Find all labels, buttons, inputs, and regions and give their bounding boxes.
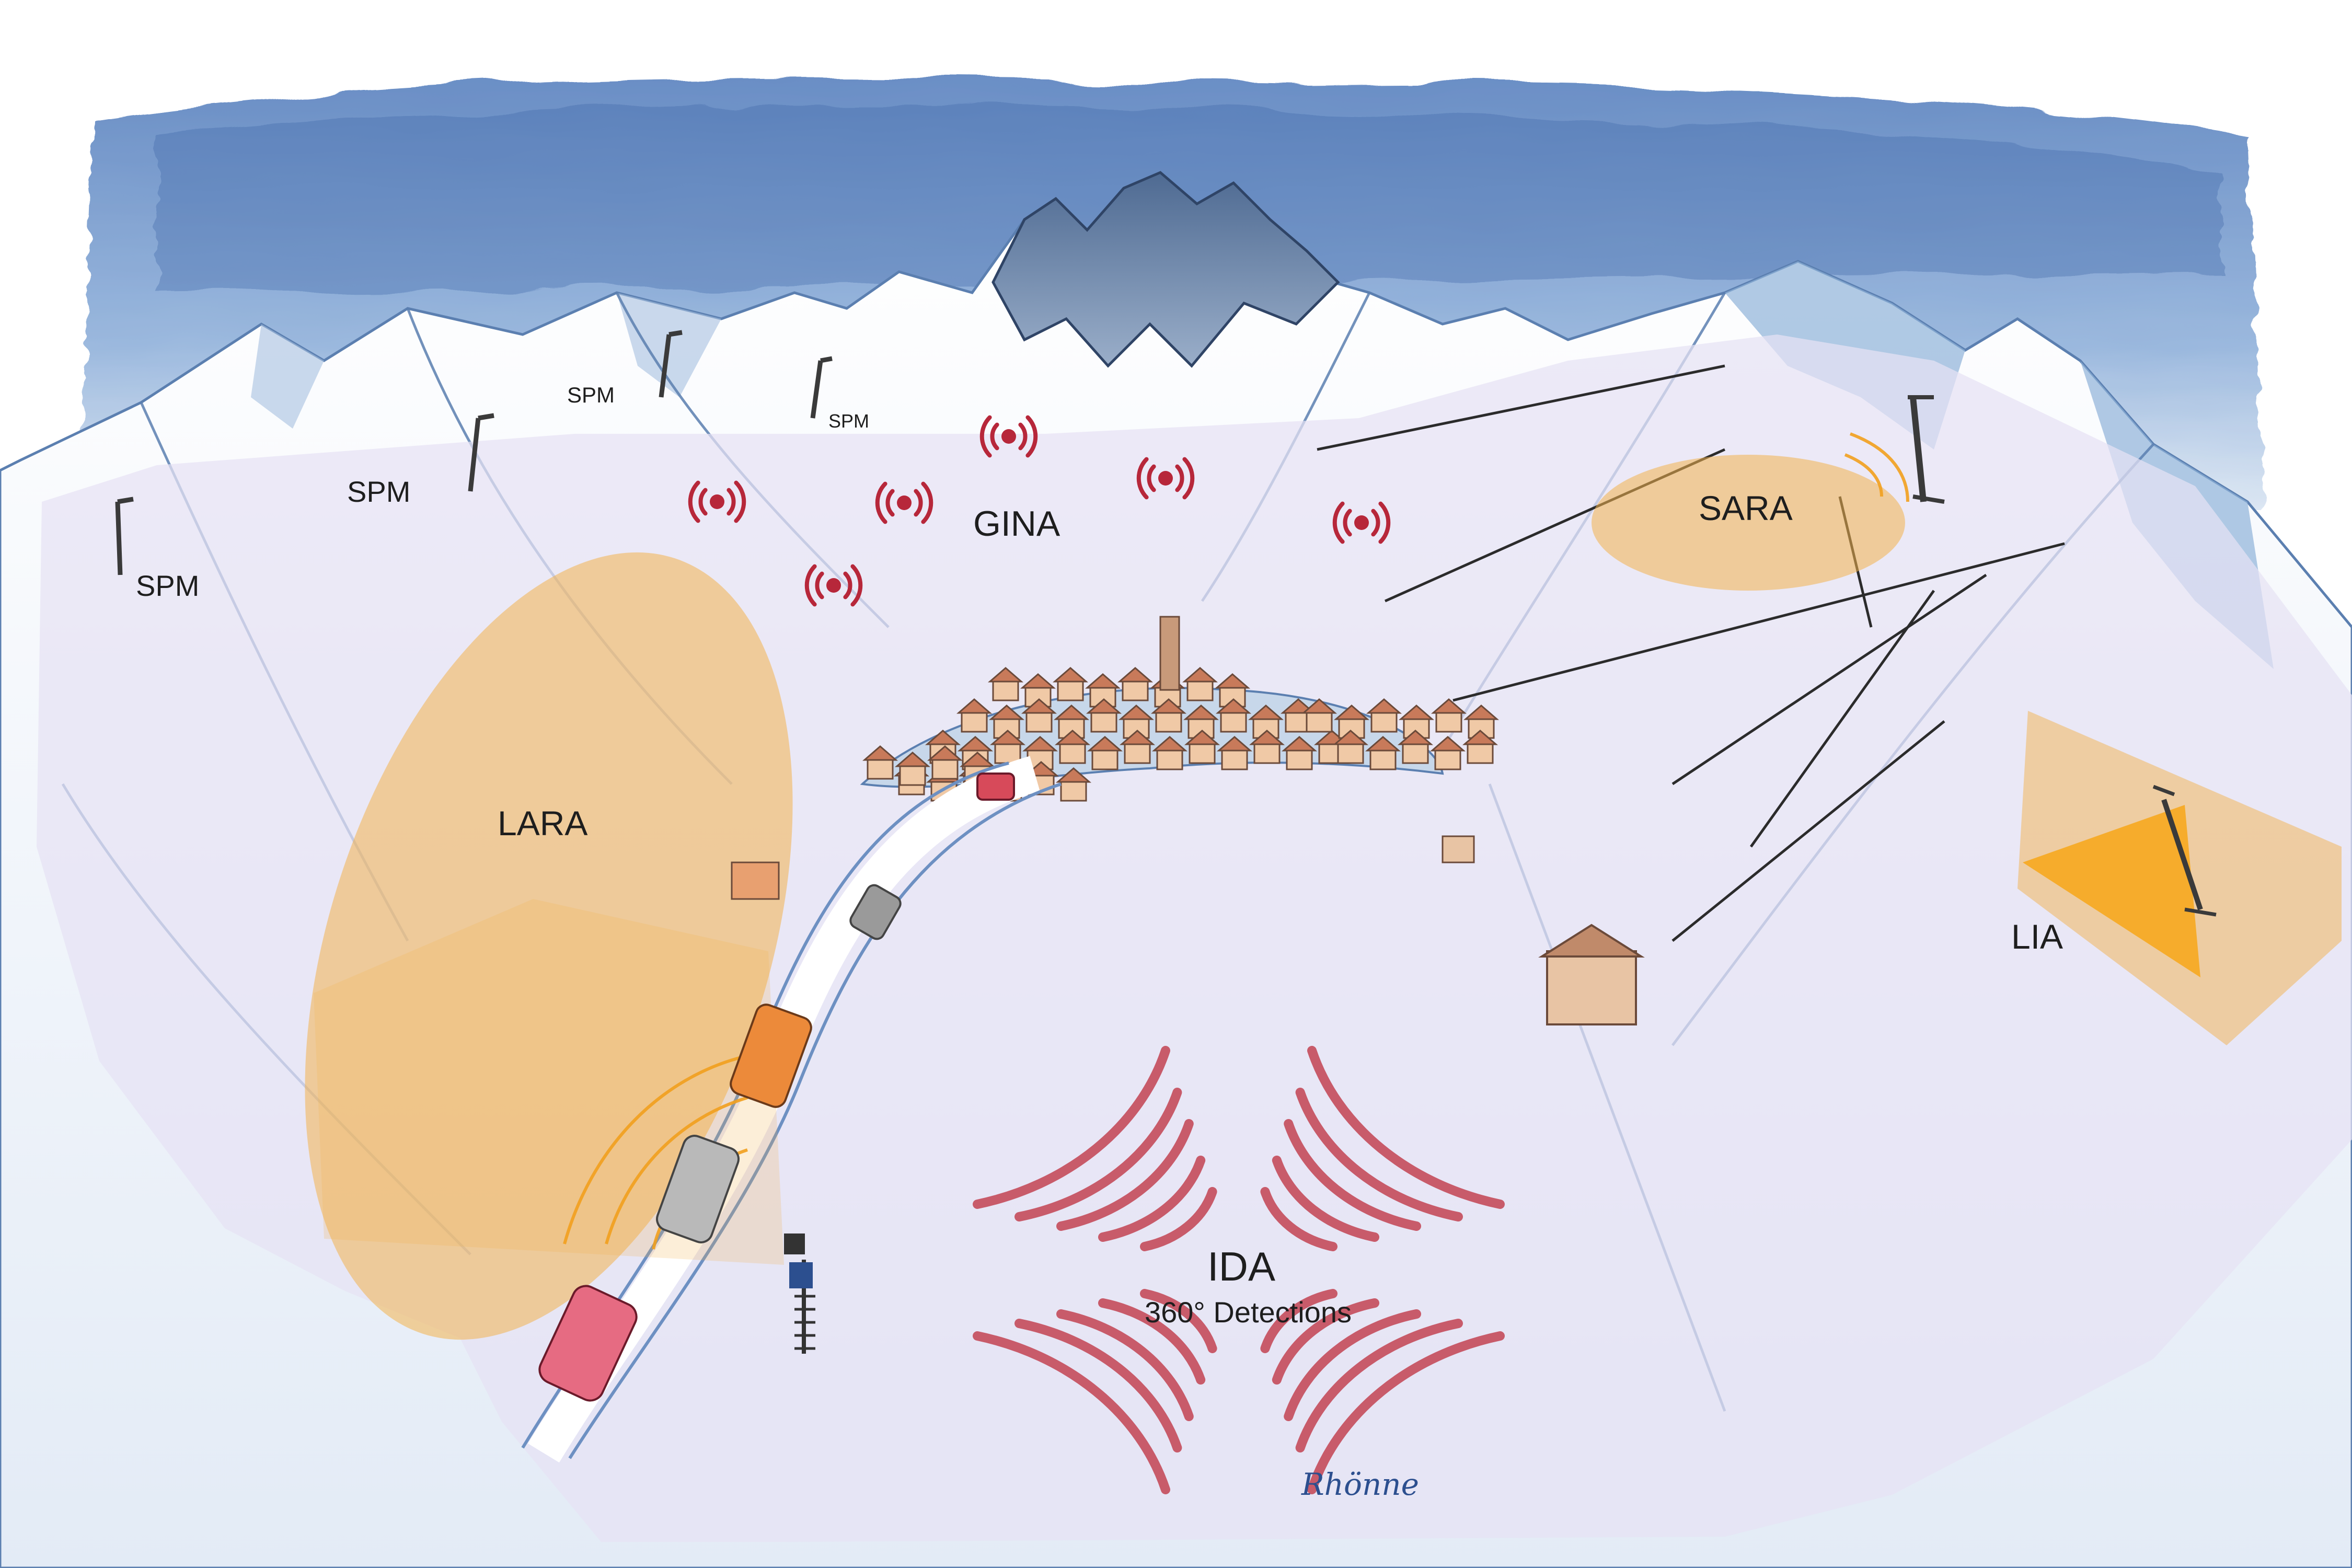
detection-ring-arc — [1140, 1187, 1217, 1251]
detection-ring-arc — [1284, 1309, 1421, 1421]
detection-ring-arc — [1284, 1119, 1421, 1231]
vehicles — [538, 773, 1015, 1402]
radar-icon — [1332, 501, 1391, 544]
radar-icon — [804, 564, 863, 607]
weather-station — [784, 1233, 815, 1354]
sara-zone — [1592, 395, 1945, 591]
detection-ring-arc — [1056, 1119, 1194, 1231]
detection-ring-arc — [1098, 1298, 1206, 1385]
ida-label: IDA — [1207, 1243, 1275, 1289]
artist-signature: Rhönne — [1301, 1467, 1419, 1502]
detection-ring-arc — [973, 1331, 1170, 1494]
spm-poles — [115, 330, 833, 575]
lara-zone — [305, 552, 793, 1340]
spm-label-1: SPM — [136, 569, 199, 602]
spm-label-3: SPM — [567, 383, 615, 407]
spm-label-2: SPM — [347, 475, 410, 508]
radar-icon — [1136, 457, 1195, 500]
detection-ring-arc — [1295, 1088, 1463, 1221]
detection-ring-arc — [1260, 1187, 1338, 1251]
detection-ring-arc — [1140, 1289, 1217, 1353]
detection-ring-arc — [973, 1046, 1170, 1209]
radar-icon — [979, 415, 1038, 458]
detection-ring-arc — [1272, 1156, 1379, 1242]
sara-label: SARA — [1699, 489, 1793, 527]
detection-ring-arc — [1295, 1319, 1463, 1452]
detection-ring-arc — [1014, 1319, 1182, 1452]
labels: SPM SPM SPM SPM GINA SARA LARA LIA IDA 3… — [136, 383, 2063, 1502]
detection-ring-arc — [1307, 1331, 1505, 1494]
radar-icon — [875, 481, 933, 524]
gina-label: GINA — [973, 504, 1060, 544]
detection-ring-arc — [1056, 1309, 1194, 1421]
spm-label-4: SPM — [828, 410, 869, 432]
lara-label: LARA — [498, 804, 587, 843]
ida-subtitle: 360° Detections — [1145, 1296, 1352, 1329]
lia-zone — [2017, 711, 2342, 1045]
detection-ring-arc — [1272, 1298, 1379, 1385]
detection-ring-arc — [1098, 1156, 1206, 1242]
radar-icon — [688, 480, 746, 523]
chalets — [731, 835, 1645, 1025]
gina-radar-group — [688, 415, 1391, 607]
detection-ring-arc — [1260, 1289, 1338, 1353]
lia-label: LIA — [2011, 917, 2063, 956]
ida-detection-rings — [973, 1046, 1505, 1494]
detection-ring-arc — [1014, 1088, 1182, 1221]
detection-ring-arc — [1307, 1046, 1505, 1209]
